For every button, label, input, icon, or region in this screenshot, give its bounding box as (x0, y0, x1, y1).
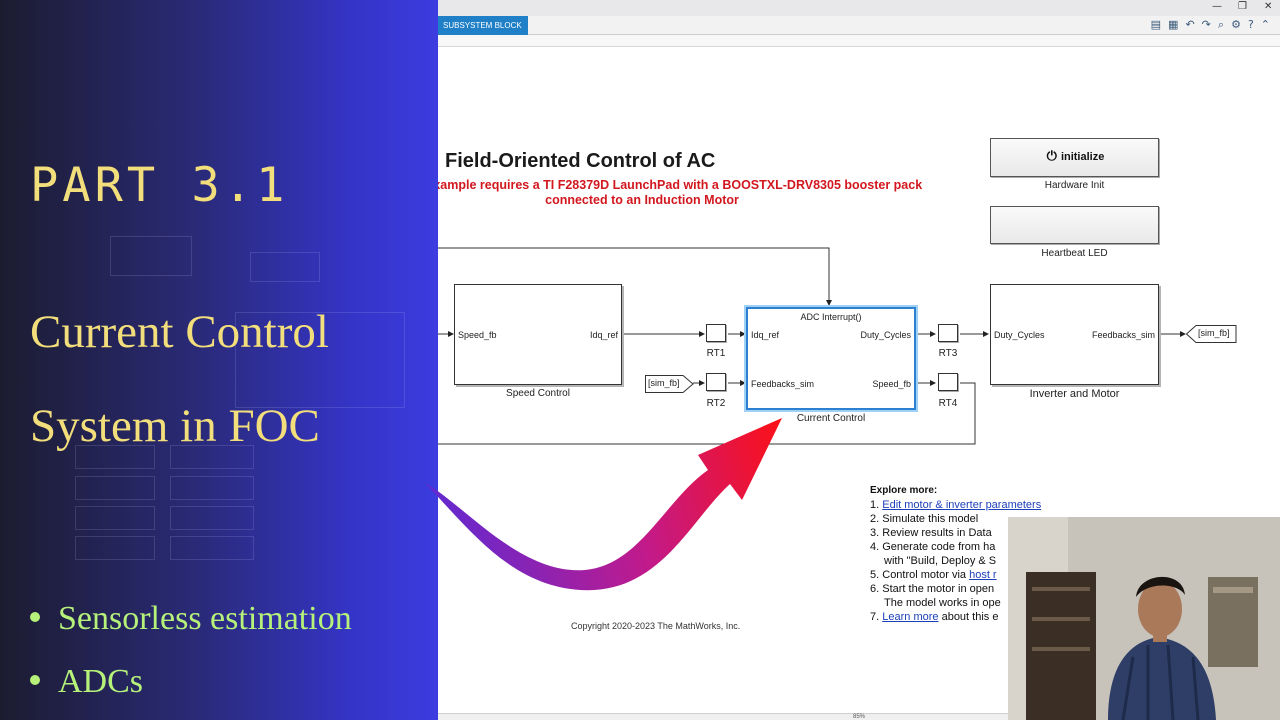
goto-tag-label: [sim_fb] (1198, 328, 1230, 338)
inverter-motor-block[interactable]: Duty_Cycles Feedbacks_sim (990, 284, 1159, 385)
port-inv-duty: Duty_Cycles (994, 330, 1045, 340)
model-note: Note: This example requires a TI F28379D… (322, 178, 962, 208)
current-control-block[interactable]: ADC Interrupt() Idq_ref Feedbacks_sim Du… (746, 307, 916, 410)
close-button[interactable]: ✕ (1264, 1, 1273, 12)
host-model-link[interactable]: host r (969, 569, 997, 581)
part-label: PART 3.1 (30, 158, 289, 213)
from-tag-sim-fb[interactable] (645, 375, 695, 393)
hardware-init-label: Hardware Init (1044, 180, 1105, 191)
collapse-icon[interactable]: ⌃ (1260, 18, 1270, 31)
rate-transition-rt3[interactable] (938, 324, 958, 342)
inverter-motor-label: Inverter and Motor (1029, 388, 1120, 400)
explore-item-3: 3. Review results in Data (870, 527, 992, 539)
video-title-overlay: PART 3.1 Current Control System in FOC S… (0, 0, 438, 720)
zoom-level: 85% (852, 714, 865, 720)
port-cc-feedbacks: Feedbacks_sim (751, 379, 815, 389)
goto-tag-sim-fb[interactable] (1186, 325, 1238, 343)
port-speed-fb-out: Speed_fb (872, 379, 911, 389)
signal-trigger (438, 247, 832, 306)
explore-item-4: 4. Generate code from ha (870, 541, 996, 553)
explore-item-6b: The model works in ope (884, 597, 1001, 609)
port-inv-feedbacks: Feedbacks_sim (1091, 330, 1155, 340)
speed-control-label: Speed Control (506, 388, 570, 399)
model-title: Field-Oriented Control of AC (445, 150, 716, 172)
port-duty-cycles: Duty_Cycles (860, 330, 911, 340)
status-bar: 85% (438, 713, 1280, 720)
rt1-label: RT1 (706, 348, 726, 359)
grid-icon[interactable]: ▦ (1168, 18, 1179, 31)
explore-item-6: 6. Start the motor in open (870, 583, 995, 595)
explore-more-panel: Explore more: 1. Edit motor & inverter p… (870, 484, 1041, 624)
learn-more-link[interactable]: Learn more (882, 611, 939, 623)
video-title-line-1: Current Control (30, 306, 329, 358)
quick-access-toolbar: ▤ ▦ ↶ ↷ ⌕ ⚙ ? ⌃ (1151, 18, 1270, 32)
background-model-ghost (0, 0, 438, 720)
minimize-button[interactable]: — (1212, 1, 1222, 12)
explore-item-4b: with "Build, Deploy & S (884, 555, 997, 567)
note-line-1: Note: This example requires a TI F28379D… (361, 178, 923, 192)
port-speed-fb: Speed_fb (458, 330, 497, 340)
rate-transition-rt1[interactable] (706, 324, 726, 342)
undo-icon[interactable]: ↶ (1185, 18, 1195, 31)
current-control-label: Current Control (796, 413, 866, 424)
power-icon: ⏻ (1046, 149, 1057, 164)
explore-heading: Explore more: (870, 485, 938, 496)
rt2-label: RT2 (706, 398, 726, 409)
video-title-line-2: System in FOC (30, 400, 320, 452)
port-idq-ref: Idq_ref (589, 330, 618, 340)
presenter-image (1008, 517, 1280, 720)
rt4-label: RT4 (938, 398, 958, 409)
heartbeat-led-block[interactable] (990, 206, 1159, 244)
speed-control-block[interactable]: Speed_fb Idq_ref (454, 284, 622, 385)
save-icon[interactable]: ▤ (1150, 18, 1162, 31)
explore-item-1: 1. Edit motor & inverter parameters (870, 499, 1042, 511)
explore-item-7: 7. Learn more about this e (870, 611, 999, 623)
initialize-button[interactable]: ⏻initialize (990, 138, 1159, 177)
bullet-adcs: ADCs (30, 663, 143, 701)
explore-item-5: 5. Control motor via host r (870, 569, 997, 581)
search-icon[interactable]: ⌕ (1217, 18, 1225, 31)
restore-button[interactable]: ❐ (1238, 1, 1247, 12)
bullet-dot-icon (30, 612, 40, 623)
webcam-feed (1008, 517, 1280, 720)
help-icon[interactable]: ? (1247, 18, 1254, 31)
edit-parameters-link[interactable]: Edit motor & inverter parameters (882, 499, 1042, 511)
bullet-sensorless: Sensorless estimation (30, 600, 352, 638)
copyright-text: Copyright 2020-2023 The MathWorks, Inc. (571, 621, 741, 631)
bullet-dot-icon (30, 675, 40, 686)
note-line-2: connected to an Induction Motor (545, 193, 739, 207)
rt3-label: RT3 (938, 348, 958, 359)
rate-transition-rt2[interactable] (706, 373, 726, 391)
settings-icon[interactable]: ⚙ (1231, 18, 1241, 31)
port-adc-interrupt: ADC Interrupt() (800, 312, 862, 322)
rate-transition-rt4[interactable] (938, 373, 958, 391)
tab-subsystem-block[interactable]: SUBSYSTEM BLOCK (437, 16, 528, 35)
heartbeat-led-label: Heartbeat LED (1041, 248, 1108, 259)
explore-item-2: 2. Simulate this model (870, 513, 979, 525)
port-cc-idq-ref: Idq_ref (751, 330, 780, 340)
from-tag-label: [sim_fb] (648, 378, 680, 388)
redo-icon[interactable]: ↷ (1201, 18, 1211, 31)
